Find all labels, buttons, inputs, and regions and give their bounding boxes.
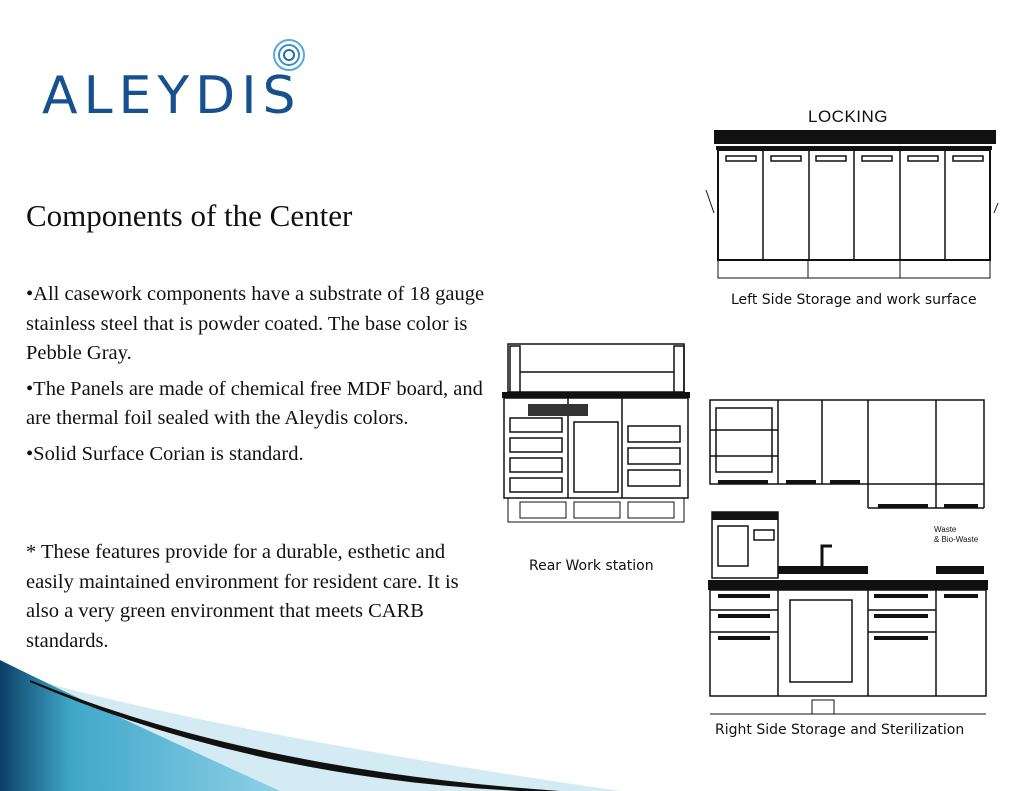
left-storage-drawing: [705, 130, 999, 279]
decorative-swoosh: [0, 660, 620, 791]
left-storage-caption: Left Side Storage and work surface: [731, 292, 977, 308]
right-storage-drawing: [708, 399, 988, 715]
bullet-list: •All casework components have a substrat…: [26, 280, 496, 475]
bullet-panels: •The Panels are made of chemical free MD…: [26, 377, 483, 430]
swirl-logo-icon: [273, 39, 305, 71]
aleydis-logo: ALEYDIS: [40, 38, 350, 128]
bullet-surface: •Solid Surface Corian is standard.: [26, 442, 304, 465]
bullet-substrate: •All casework components have a substrat…: [26, 283, 485, 364]
rear-workstation-caption: Rear Work station: [529, 558, 654, 574]
page-title: Components of the Center: [26, 198, 353, 233]
rear-workstation-drawing: [502, 343, 690, 523]
features-note: * These features provide for a durable, …: [26, 541, 459, 652]
waste-label: Waste & Bio-Waste: [934, 525, 979, 544]
logo-wordmark: ALEYDIS: [42, 66, 302, 126]
locking-label: LOCKING: [808, 107, 889, 126]
right-storage-caption: Right Side Storage and Sterilization: [715, 722, 965, 738]
